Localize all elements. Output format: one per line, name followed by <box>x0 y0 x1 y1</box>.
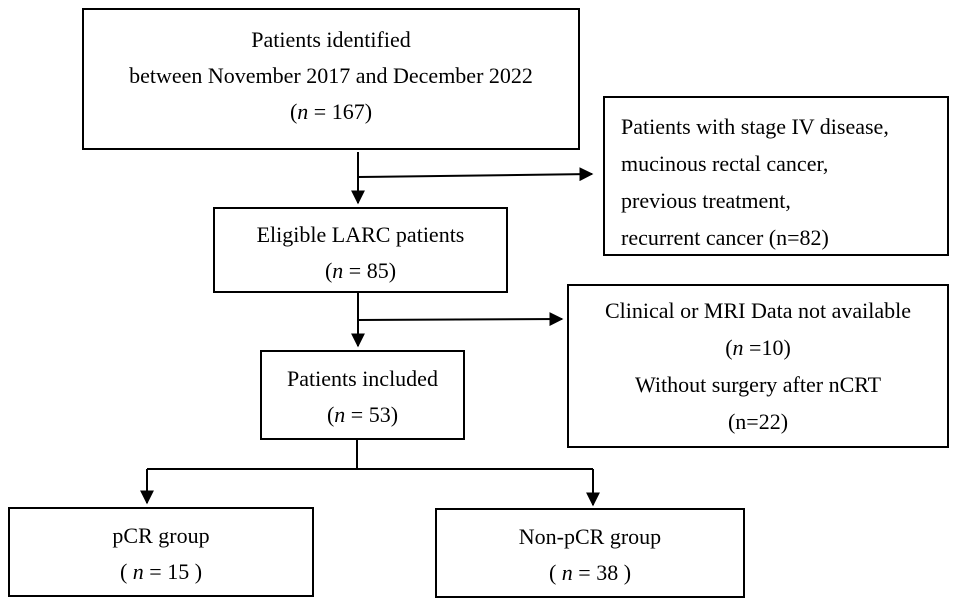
eligible-title: Eligible LARC patients <box>256 222 465 247</box>
identified-box: Patients identified between November 201… <box>82 8 580 150</box>
identified-count: (n = 167) <box>289 99 373 124</box>
pcr-title: pCR group <box>112 523 210 548</box>
exclusion2-line3: Without surgery after nCRT <box>634 372 882 397</box>
exclusion1-line4: recurrent cancer (n=82) <box>621 225 829 250</box>
identified-period: between November 2017 and December 2022 <box>129 63 533 88</box>
arrow-to-exclusion1 <box>357 167 594 182</box>
exclusion-box-1: Patients with stage IV disease, mucinous… <box>603 96 949 256</box>
nonpcr-count: ( n = 38 ) <box>548 560 632 585</box>
included-box: Patients included (n = 53) <box>260 350 465 440</box>
exclusion2-line1: Clinical or MRI Data not available <box>604 298 912 323</box>
exclusion2-line4: (n=22) <box>727 409 789 434</box>
nonpcr-group-box: Non-pCR group ( n = 38 ) <box>435 508 745 598</box>
eligible-count: (n = 85) <box>324 258 397 283</box>
eligible-box: Eligible LARC patients (n = 85) <box>213 207 508 293</box>
exclusion1-line2: mucinous rectal cancer, <box>621 151 829 176</box>
pcr-count: ( n = 15 ) <box>119 559 203 584</box>
arrow-to-exclusion2 <box>357 312 564 327</box>
exclusion-box-2: Clinical or MRI Data not available (n =1… <box>567 284 949 448</box>
exclusion1-line1: Patients with stage IV disease, <box>621 114 889 139</box>
identified-title: Patients identified <box>251 27 411 52</box>
included-title: Patients included <box>287 366 438 391</box>
nonpcr-title: Non-pCR group <box>518 524 662 549</box>
exclusion2-count: (n =10) <box>725 335 791 360</box>
pcr-group-box: pCR group ( n = 15 ) <box>8 507 314 597</box>
exclusion1-line3: previous treatment, <box>621 188 791 213</box>
included-count: (n = 53) <box>326 402 399 427</box>
